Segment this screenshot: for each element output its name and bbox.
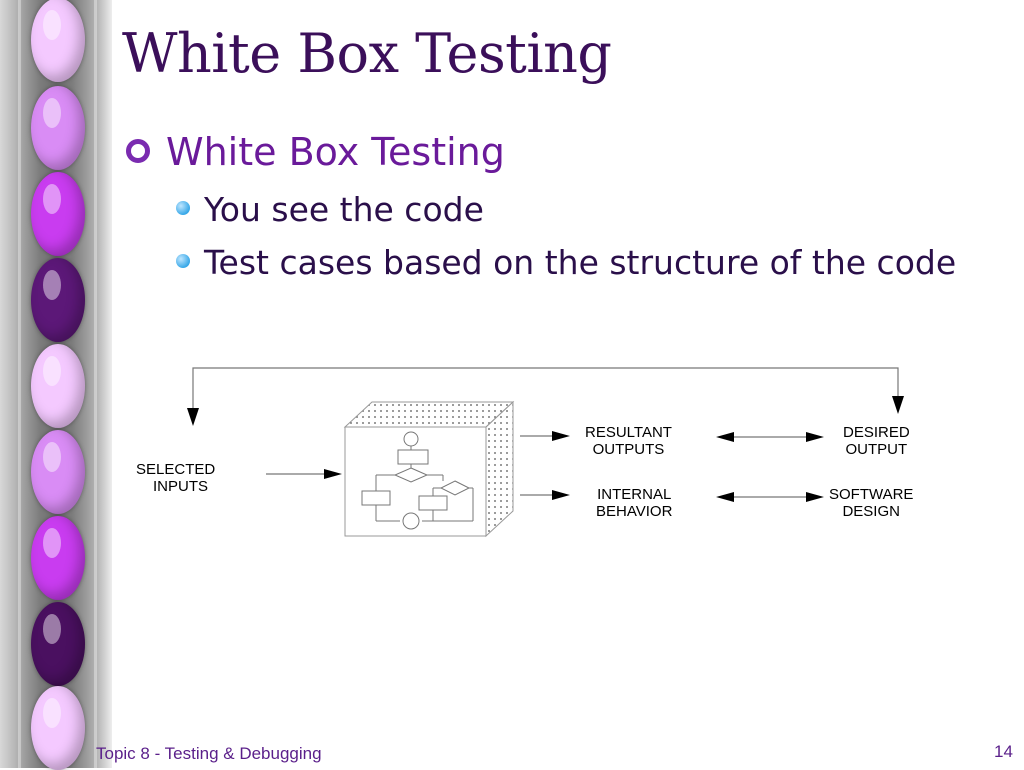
output-arrowhead <box>552 431 570 441</box>
sub-bullet-text: You see the code <box>204 190 484 229</box>
label-line: INPUTS <box>153 478 209 495</box>
compare-arrowhead-left-bottom <box>716 492 734 502</box>
label-line: DESIGN <box>842 503 900 520</box>
resultant-outputs-label: RESULTANT OUTPUTS <box>585 424 672 458</box>
label-line: OUTPUTS <box>592 441 665 458</box>
label-line: SOFTWARE <box>829 486 914 503</box>
label-line: RESULTANT <box>585 424 672 441</box>
side-bar-decoration <box>0 0 112 770</box>
feedback-loop-line <box>192 367 899 410</box>
label-line: SELECTED <box>136 461 216 478</box>
bead-decoration <box>31 602 85 686</box>
software-design-label: SOFTWARE DESIGN <box>829 486 913 520</box>
side-bar-stripe <box>18 0 21 768</box>
bead-decoration <box>31 258 85 342</box>
bullet-ring-icon <box>126 138 150 163</box>
bead-decoration <box>31 516 85 600</box>
sub-bullet: You see the code <box>176 190 484 229</box>
label-line: BEHAVIOR <box>596 503 673 520</box>
internal-behavior-label: INTERNAL BEHAVIOR <box>596 486 672 520</box>
label-line: OUTPUT <box>845 441 908 458</box>
sub-bullet-text: Test cases based on the structure of the… <box>204 243 957 282</box>
bullet-dot-icon <box>176 253 190 268</box>
label-line: DESIRED <box>843 424 910 441</box>
bead-decoration <box>31 344 85 428</box>
main-bullet: White Box Testing <box>126 130 505 174</box>
compare-arrowhead-left-top <box>716 432 734 442</box>
bead-decoration <box>31 0 85 82</box>
compare-arrowhead-right-bottom <box>806 492 824 502</box>
page-number: 14 <box>994 742 1013 761</box>
bead-decoration <box>31 430 85 514</box>
desired-output-label: DESIRED OUTPUT <box>843 424 910 458</box>
main-bullet-text: White Box Testing <box>166 130 505 174</box>
slide-title: White Box Testing <box>122 22 612 85</box>
label-line: INTERNAL <box>597 486 672 503</box>
bullet-dot-icon <box>176 200 190 215</box>
arrowhead-down-right <box>892 396 904 414</box>
behavior-arrowhead <box>552 490 570 500</box>
footer-topic: Topic 8 - Testing & Debugging <box>96 744 322 763</box>
internal-flowchart <box>361 431 474 530</box>
bead-decoration <box>31 86 85 170</box>
side-bar-stripe <box>94 0 97 768</box>
sub-bullet: Test cases based on the structure of the… <box>176 243 956 282</box>
arrowhead-down-left <box>187 408 199 426</box>
selected-inputs-label: SELECTED INPUTS <box>136 461 215 495</box>
bead-decoration <box>31 686 85 770</box>
bead-decoration <box>31 172 85 256</box>
input-arrowhead <box>324 469 342 479</box>
compare-arrowhead-right-top <box>806 432 824 442</box>
box-top-face <box>343 401 515 428</box>
